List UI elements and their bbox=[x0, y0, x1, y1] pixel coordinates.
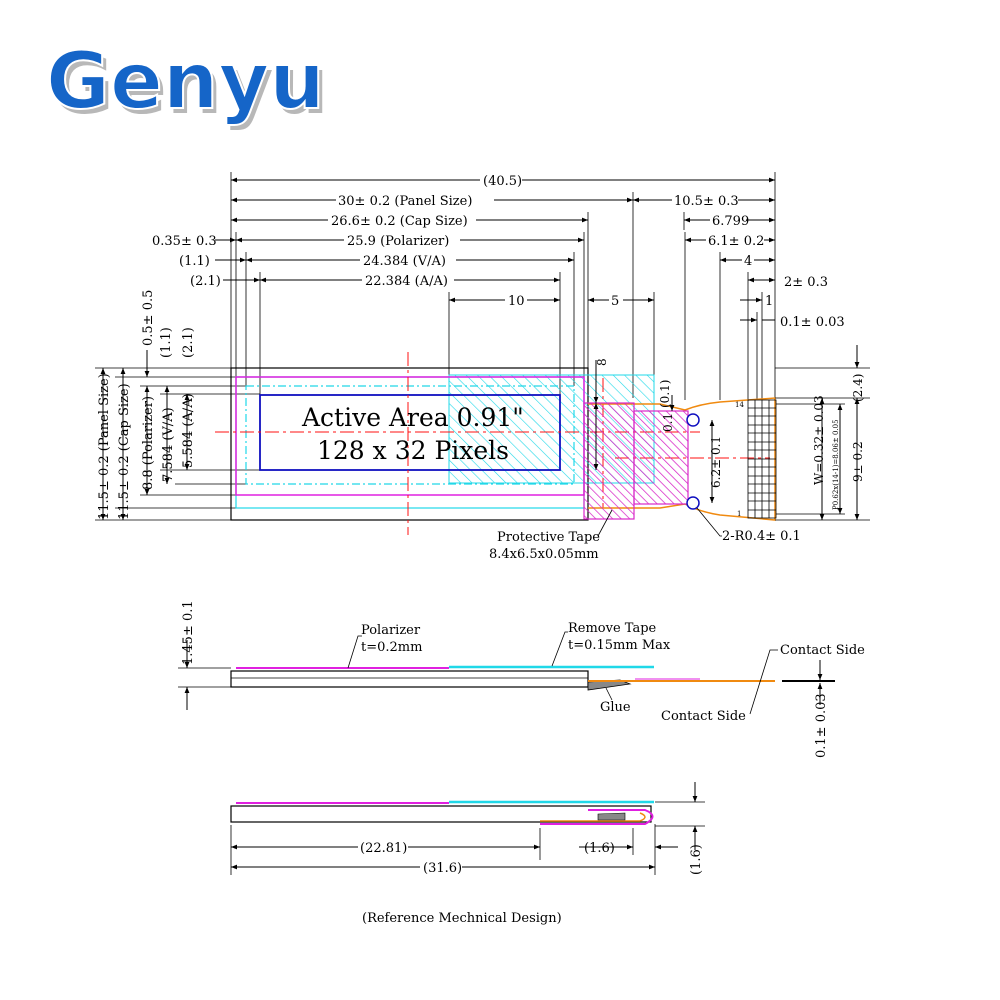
contact-side-a: Contact Side bbox=[780, 643, 865, 658]
dim-v-fpc-62: 6.2± 0.1 bbox=[709, 436, 723, 488]
logo-text: Genyu bbox=[46, 37, 325, 127]
dim-v-polarizer: 8.8 (Polarizer) bbox=[141, 396, 156, 490]
fpc-hatch bbox=[633, 410, 689, 505]
dim-v-pol-off: 0.5± 0.5 bbox=[141, 290, 156, 346]
pin-label-first: 14 bbox=[735, 401, 744, 409]
dim-pin-01: 0.1± 0.03 bbox=[780, 315, 845, 330]
dim-v-fpc-01b: 0.1 bbox=[661, 413, 675, 432]
dim-fpc-2: 2± 0.3 bbox=[784, 275, 828, 290]
dim-aa: 22.384 (A/A) bbox=[365, 274, 448, 289]
left-vertical-dims: 11.5± 0.2 (Panel Size) 11.5± 0.2 (Cap Si… bbox=[95, 290, 260, 521]
genyu-logo: Genyu Genyu bbox=[42, 30, 342, 132]
folded-dim-316: (31.6) bbox=[423, 861, 462, 876]
polarizer-callout: Polarizer bbox=[361, 623, 421, 638]
dim-v-va-off: (1.1) bbox=[159, 327, 174, 358]
dim-fpc-61: 6.1± 0.2 bbox=[708, 234, 764, 249]
dim-v-fpc-01: (0.1) bbox=[658, 380, 672, 408]
protective-tape-label: Protective Tape bbox=[497, 530, 600, 545]
dim-v-cap: 11.5± 0.2 (Cap Size) bbox=[117, 383, 132, 520]
folded-glue bbox=[597, 812, 626, 821]
fpc-stiffener-hatch bbox=[583, 402, 635, 520]
va-outline bbox=[245, 385, 575, 485]
dim-fpc-4: 4 bbox=[744, 254, 752, 269]
active-area-label: Active Area 0.91" bbox=[301, 403, 524, 432]
caption: (Reference Mechnical Design) bbox=[362, 911, 562, 926]
radius-label: 2-R0.4± 0.1 bbox=[722, 529, 801, 544]
contact-side-b: Contact Side bbox=[661, 709, 746, 724]
extension-lines bbox=[230, 172, 776, 520]
dim-v-w-pin: W=0.32± 0.03 bbox=[812, 395, 826, 485]
glue-callout: Glue bbox=[600, 700, 631, 715]
fpc-pins bbox=[747, 399, 777, 519]
dim-panel-size: 30± 0.2 (Panel Size) bbox=[338, 194, 472, 209]
dim-v-va: 7.584 (V/A) bbox=[161, 407, 176, 482]
fpc-hole-top bbox=[686, 413, 700, 427]
dim-v-fpc-9: 9± 0.2 bbox=[851, 441, 865, 482]
dim-fpc-length: 10.5± 0.3 bbox=[674, 194, 739, 209]
folded-dim-2281: (22.81) bbox=[360, 841, 407, 856]
dim-polarizer-offset: 0.35± 0.3 bbox=[152, 234, 217, 249]
logo-text-shadow: Genyu bbox=[50, 42, 329, 130]
dim-v-panel: 11.5± 0.2 (Panel Size) bbox=[97, 373, 112, 520]
dim-va: 24.384 (V/A) bbox=[363, 254, 446, 269]
folded-glass bbox=[230, 805, 652, 823]
side-view: 1.45± 0.1 Polarizer t=0.2mm Remove Tape … bbox=[178, 600, 865, 758]
dim-tape-10: 10 bbox=[508, 294, 525, 309]
folded-dim-16a: (1.6) bbox=[584, 841, 615, 856]
dim-polarizer: 25.9 (Polarizer) bbox=[347, 234, 449, 249]
folded-fpc-bend bbox=[540, 809, 654, 825]
dim-v-fpc-24: (2.4) bbox=[851, 374, 865, 402]
dim-tape-5: 5 bbox=[611, 294, 619, 309]
side-thickness: 1.45± 0.1 bbox=[181, 600, 196, 665]
top-view: (40.5) 30± 0.2 (Panel Size) 10.5± 0.3 26… bbox=[95, 172, 870, 562]
dim-va-offset: (1.1) bbox=[179, 254, 210, 269]
polarizer-thickness: t=0.2mm bbox=[361, 640, 422, 655]
dim-aa-offset: (2.1) bbox=[190, 274, 221, 289]
remove-tape-callout: Remove Tape bbox=[568, 621, 657, 636]
dim-overall: (40.5) bbox=[483, 174, 522, 189]
dim-v-tape-8: 8 bbox=[595, 358, 609, 366]
dim-pin-1: 1 bbox=[765, 294, 773, 309]
pin-label-last: 1 bbox=[737, 510, 741, 518]
folded-view: (22.81) (31.6) (1.6) (1.6) bbox=[230, 782, 705, 876]
remove-tape-thickness: t=0.15mm Max bbox=[568, 638, 671, 653]
folded-fpc-inner bbox=[540, 812, 646, 822]
dim-cap-size: 26.6± 0.2 (Cap Size) bbox=[331, 214, 468, 229]
side-glass bbox=[230, 670, 589, 688]
dim-v-aa-off: (2.1) bbox=[181, 327, 196, 358]
dim-fpc-6799: 6.799 bbox=[712, 214, 749, 229]
fpc-thickness: 0.1± 0.03 bbox=[814, 693, 829, 758]
active-area-pixels: 128 x 32 Pixels bbox=[317, 436, 509, 465]
dim-v-aa: 5.584 (A/A) bbox=[181, 393, 196, 468]
protective-tape-size: 8.4x6.5x0.05mm bbox=[489, 547, 599, 562]
folded-dim-16b: (1.6) bbox=[689, 844, 704, 875]
fpc-hole-bottom bbox=[686, 496, 700, 510]
horizontal-dimension-texts: (40.5) 30± 0.2 (Panel Size) 10.5± 0.3 26… bbox=[152, 172, 845, 330]
dim-v-pitch: P0.62x(14-1)=8.06± 0.05 bbox=[832, 419, 840, 510]
